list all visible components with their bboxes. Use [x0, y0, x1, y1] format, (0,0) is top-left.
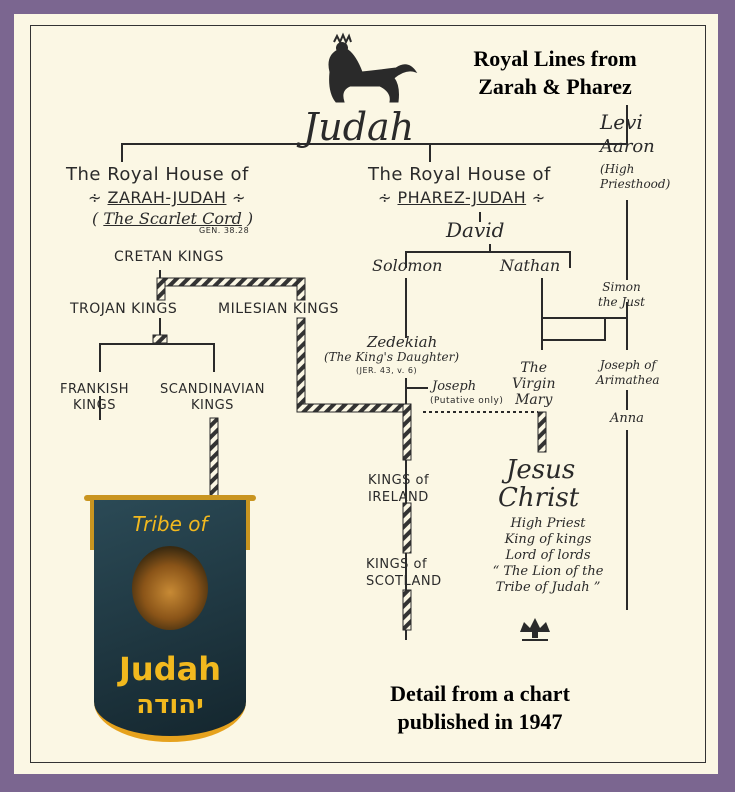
crown-icon	[520, 618, 550, 641]
ireland-line-2: IRELAND	[368, 490, 429, 505]
title-line-2: Zarah & Pharez	[478, 74, 632, 99]
joseph-of-arimathea: Joseph of Arimathea	[596, 358, 660, 388]
scarlet-cord-label: ( The Scarlet Cord )	[92, 209, 254, 228]
simon-line-2: the Just	[598, 295, 645, 309]
pharez-house-name: ∻ PHAREZ-JUDAH ∻	[378, 188, 546, 207]
ireland-line-1: KINGS of	[368, 473, 430, 488]
trojan-kings: TROJAN KINGS	[70, 301, 178, 317]
lion-face-icon	[132, 546, 208, 630]
priesthood-line-2: Priesthood)	[600, 177, 671, 191]
title-lion-1: “ The Lion of the	[492, 564, 604, 579]
joseph: Joseph	[432, 379, 477, 394]
tassel-right	[246, 500, 250, 550]
chart-title: Royal Lines from Zarah & Pharez	[445, 45, 665, 101]
kings-daughter: (The King's Daughter)	[324, 350, 460, 364]
zedekiah: Zedekiah	[367, 333, 438, 351]
caption: Detail from a chart published in 1947	[360, 680, 600, 736]
priesthood-line-1: (High	[600, 162, 635, 176]
scandinavian-line-1: SCANDINAVIAN	[160, 382, 265, 397]
scarlet-cord-text: The Scarlet Cord	[103, 209, 242, 228]
frankish-kings: FRANKISH KINGS	[60, 382, 129, 414]
caption-line-1: Detail from a chart	[390, 681, 570, 706]
zarah-name: ZARAH-JUDAH	[107, 188, 227, 207]
genesis-ref: GEN. 38.28	[199, 226, 250, 235]
judah-root: Judah	[303, 105, 415, 149]
title-line-1: Royal Lines from	[473, 46, 637, 71]
pharez-heading: The Royal House of	[368, 164, 551, 185]
virgin-line-3: Mary	[515, 392, 553, 408]
nathan: Nathan	[500, 256, 561, 275]
aaron: Aaron	[600, 136, 655, 157]
kings-of-ireland: KINGS of IRELAND	[368, 472, 429, 506]
frankish-line-1: FRANKISH	[60, 382, 129, 397]
scandinavian-line-2: KINGS	[191, 398, 234, 413]
virgin-line-1: The	[520, 360, 548, 376]
scandinavian-kings: SCANDINAVIAN KINGS	[160, 382, 265, 414]
milesian-kings: MILESIAN KINGS	[218, 301, 339, 317]
arimathea-line-1: Joseph of	[599, 358, 656, 372]
virgin-line-2: Virgin	[512, 376, 556, 392]
frankish-line-2: KINGS	[73, 398, 116, 413]
simon-the-just: Simon the Just	[598, 280, 645, 310]
title-king-of-kings: King of kings	[504, 532, 592, 547]
title-lord-of-lords: Lord of lords	[505, 548, 591, 563]
jeremiah-ref: (JER. 43, v. 6)	[356, 366, 418, 375]
virgin-mary: The Virgin Mary	[512, 360, 556, 408]
arimathea-line-2: Arimathea	[596, 373, 660, 387]
zarah-house-name: ∻ ZARAH-JUDAH ∻	[88, 188, 246, 207]
banner-rod	[84, 495, 256, 501]
cretan-kings: CRETAN KINGS	[114, 249, 224, 265]
title-lion-2: Tribe of Judah ”	[495, 580, 601, 595]
caption-line-2: published in 1947	[397, 709, 563, 734]
banner-tribe-of: Tribe of	[132, 512, 208, 536]
pharez-name: PHAREZ-JUDAH	[397, 188, 527, 207]
lion-icon	[328, 32, 418, 103]
kings-of-scotland: KINGS of SCOTLAND	[366, 556, 442, 590]
banner-judah: Judah	[119, 650, 221, 688]
jesus-christ: Jesus Christ	[498, 456, 579, 512]
scotland-line-1: KINGS of	[366, 557, 428, 572]
anna: Anna	[610, 411, 644, 426]
plain-lines	[99, 105, 628, 640]
tribe-banner: Tribe of Judah יהודה	[80, 490, 260, 750]
banner-hebrew: יהודה	[136, 690, 204, 720]
putative-note: (Putative only)	[430, 396, 504, 406]
zarah-heading: The Royal House of	[66, 164, 249, 185]
high-priesthood: (High Priesthood)	[600, 162, 670, 192]
tassel-left	[90, 500, 94, 550]
solomon: Solomon	[372, 256, 443, 275]
david: David	[446, 218, 505, 242]
chart-border	[30, 25, 706, 763]
scotland-line-2: SCOTLAND	[366, 574, 442, 589]
scarlet-cord	[152, 277, 547, 631]
jesus-line-2: Christ	[498, 483, 580, 513]
jesus-line-1: Jesus	[506, 455, 576, 485]
levi: Levi	[600, 110, 643, 134]
title-high-priest: High Priest	[510, 516, 586, 531]
simon-line-1: Simon	[602, 280, 641, 294]
christ-titles: High Priest King of kings Lord of lords …	[478, 516, 618, 596]
